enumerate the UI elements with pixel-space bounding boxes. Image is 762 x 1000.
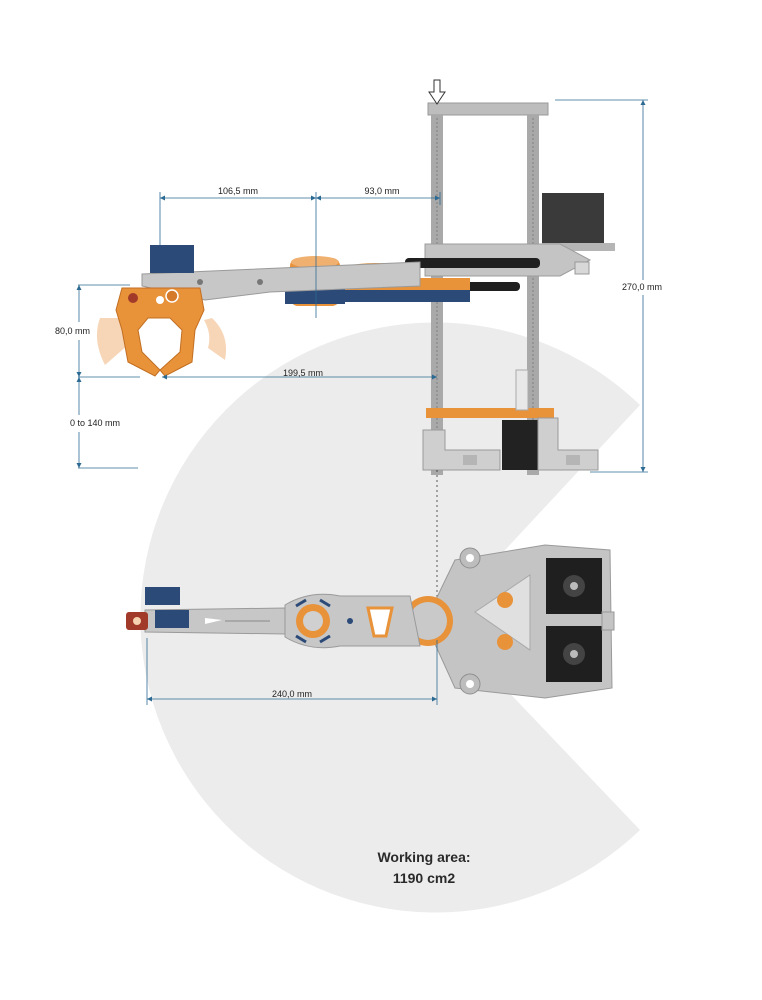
gripper-servo-top [145,587,180,605]
dim-total-height: 270,0 mm [622,282,662,292]
gripper-servo [150,245,194,273]
upper-arm-link [141,261,421,301]
dim-joint-offset: 106,5 mm [218,186,258,196]
drive-belt [405,258,540,268]
arrow-down-icon [428,79,446,105]
working-area-label: Working area: [377,849,470,865]
dim-reach-top: 240,0 mm [272,689,312,699]
gripper-body [115,287,205,377]
top-dimensions [146,638,438,705]
column-base [422,429,501,471]
side-dimensions [78,99,648,473]
dim-vertical-travel: 0 to 140 mm [70,418,120,428]
dimension-arrowheads [76,100,646,472]
lower-carriage [426,408,554,418]
base-motor [502,420,538,470]
gripper-ghost [96,318,227,365]
stepper-motor-top [542,193,604,243]
dim-reach-side: 199,5 mm [283,368,323,378]
dim-column-offset: 93,0 mm [364,186,399,196]
side-view [96,79,615,475]
top-view [126,544,615,699]
dim-gripper-opening: 80,0 mm [55,326,90,336]
top-dimension-arrows [147,696,437,702]
column-top-cap [427,102,549,116]
working-area-value: 1190 cm2 [393,870,455,886]
trapezoid-cutout [366,606,394,638]
